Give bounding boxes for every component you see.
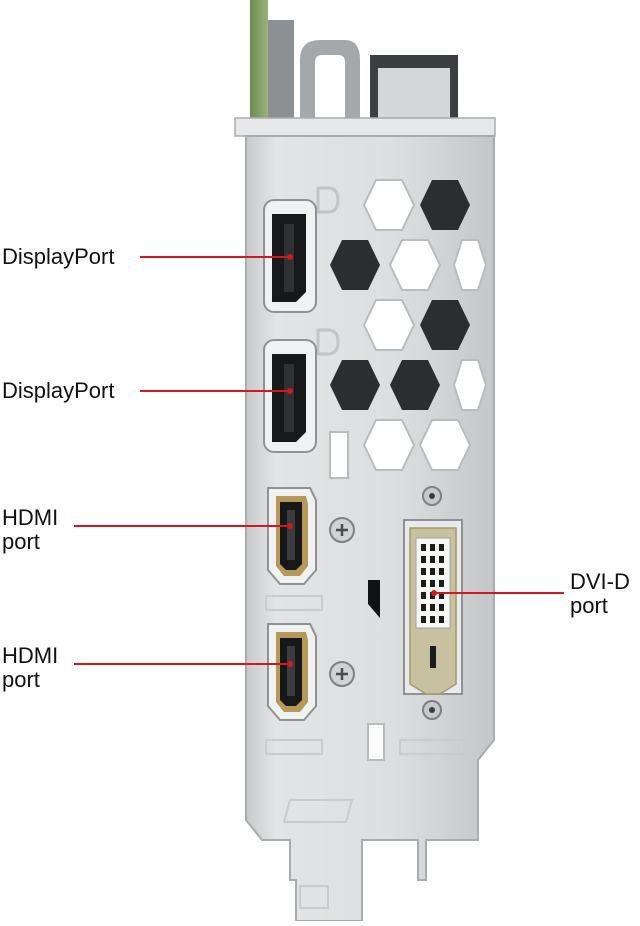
vent-hole — [330, 240, 380, 290]
fan-shroud-white — [378, 68, 450, 118]
bracket-top-lip — [234, 117, 496, 137]
label-line-1: HDMI — [2, 505, 59, 530]
vent-hole — [420, 180, 470, 230]
hdmi-connector-icon — [267, 623, 317, 721]
label-line-2: port — [2, 667, 40, 692]
label-line-2: port — [570, 593, 608, 618]
vent-hole — [362, 419, 416, 471]
vent-slot-small — [367, 723, 385, 761]
embossed-marks — [265, 595, 465, 909]
label-line-2: port — [2, 529, 40, 554]
pcb-edge — [250, 0, 268, 128]
label-text: DisplayPort — [2, 378, 115, 403]
label-hdmi-1: HDMI port — [2, 506, 58, 554]
vent-hole — [420, 300, 470, 350]
leader-lines — [74, 254, 564, 667]
leader-dot — [287, 254, 293, 260]
card-top-components — [234, 0, 496, 137]
dvi-connector-icon — [403, 486, 463, 720]
vent-hole — [388, 239, 442, 291]
vent-hole — [330, 360, 380, 410]
leader-dot — [287, 523, 293, 529]
label-displayport-1: DisplayPort — [2, 245, 114, 269]
dvi-flat-blade — [430, 646, 436, 668]
dvi-jackscrew-hole — [429, 707, 435, 713]
label-hdmi-2: HDMI port — [2, 644, 58, 692]
vent-hole — [362, 299, 416, 351]
label-line-1: DVI-D — [570, 569, 630, 594]
screw-icon — [329, 661, 355, 687]
leader-dot — [431, 590, 437, 596]
label-text: DisplayPort — [2, 244, 115, 269]
screw-icon — [329, 517, 355, 543]
displayport-logo-icon — [316, 186, 340, 356]
label-dvi-d: DVI-D port — [570, 570, 630, 618]
heatsink-block — [268, 20, 294, 128]
leader-dot — [287, 661, 293, 667]
vent-hole — [418, 419, 472, 471]
leader-dot — [287, 388, 293, 394]
vent-hole — [362, 179, 416, 231]
vent-hole — [452, 359, 488, 411]
dvi-jackscrew-hole — [429, 493, 435, 499]
vent-slot-small — [368, 580, 380, 618]
heatpipe — [300, 40, 360, 128]
vent-slot — [329, 431, 349, 479]
dvi-pin-grid — [421, 544, 444, 623]
vent-hole — [390, 360, 440, 410]
label-displayport-2: DisplayPort — [2, 379, 114, 403]
displayport-connector-2 — [263, 339, 317, 453]
vent-holes — [329, 179, 488, 761]
vent-hole — [452, 239, 488, 291]
label-line-1: HDMI — [2, 643, 59, 668]
hdmi-connector-icon — [267, 487, 317, 585]
